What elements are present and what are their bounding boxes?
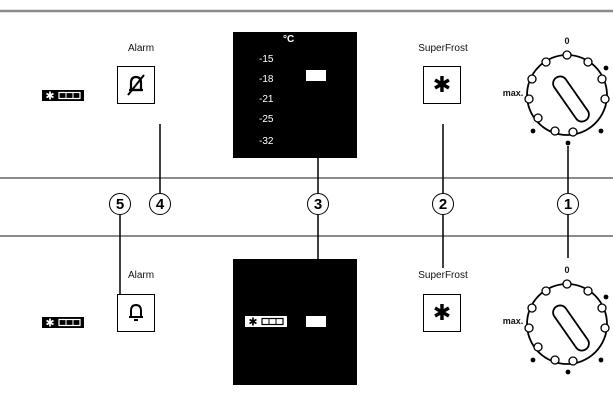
unit-label: °C <box>283 34 295 45</box>
superfrost-button-top[interactable]: ✱ <box>423 66 461 104</box>
alarm-label-top: Alarm <box>127 43 155 54</box>
callout-2: 2 <box>432 193 454 215</box>
scale-value: -21 <box>259 94 274 105</box>
scale-value: -18 <box>259 74 274 85</box>
scale-value: -32 <box>259 136 274 147</box>
callout-1: 1 <box>557 193 579 215</box>
alarm-off-icon <box>127 74 145 96</box>
dial-zero-label-top: 0 <box>564 36 570 46</box>
dial-max-label-bottom: max. <box>502 316 524 326</box>
snowflake-battery-icon: ✱ <box>42 90 84 101</box>
alarm-label-bottom: Alarm <box>127 270 155 281</box>
snowflake-battery-icon: ✱ <box>42 317 84 328</box>
status-display: ✱ <box>233 259 357 385</box>
temperature-dial-bottom[interactable] <box>493 258 613 398</box>
bell-icon <box>129 303 143 321</box>
svg-text:✱: ✱ <box>248 316 257 327</box>
superfrost-button-bottom[interactable]: ✱ <box>423 294 461 332</box>
scale-value: -15 <box>259 54 274 65</box>
svg-text:✱: ✱ <box>45 90 54 101</box>
temperature-display: °C -15 -18 -21 -25 -32 <box>233 32 357 158</box>
superfrost-label-bottom: SuperFrost <box>418 270 468 281</box>
alarm-button-top[interactable] <box>117 66 155 104</box>
dial-max-label-top: max. <box>502 88 524 98</box>
svg-text:✱: ✱ <box>45 317 54 328</box>
superfrost-label-top: SuperFrost <box>418 43 468 54</box>
alarm-button-bottom[interactable] <box>117 294 155 332</box>
active-segment-indicator <box>306 316 326 327</box>
scale-value: -25 <box>259 114 274 125</box>
snowflake-battery-icon: ✱ <box>245 316 287 327</box>
callout-3: 3 <box>307 193 329 215</box>
callout-4: 4 <box>149 193 171 215</box>
dial-zero-label-bottom: 0 <box>564 265 570 275</box>
active-segment-indicator <box>306 70 326 81</box>
temperature-dial-top[interactable] <box>493 35 613 185</box>
callout-5: 5 <box>109 193 131 215</box>
snowflake-icon: ✱ <box>432 72 452 97</box>
snowflake-icon: ✱ <box>432 300 452 325</box>
